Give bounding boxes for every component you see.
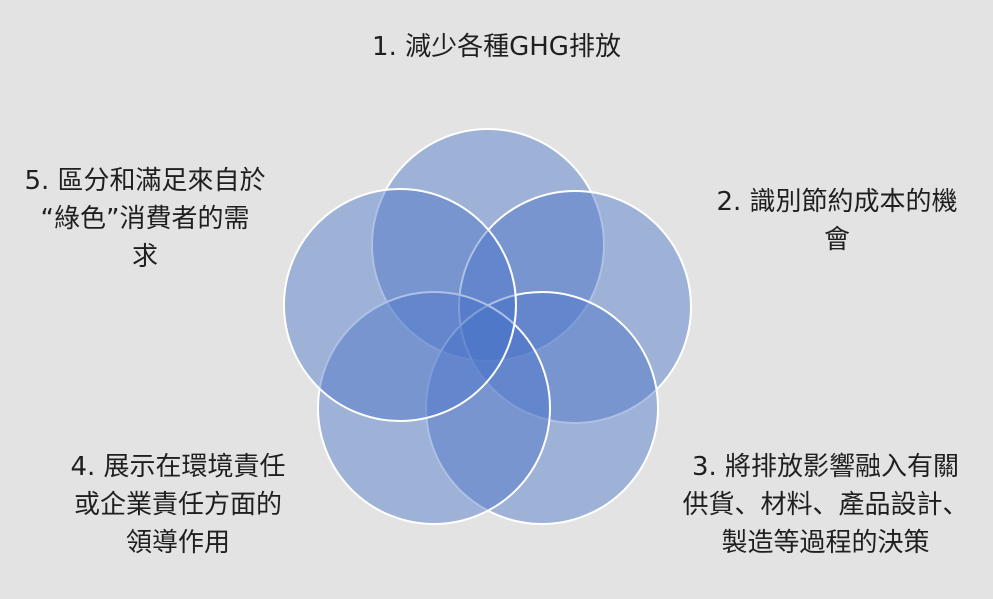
label-item-2-line-2: 會 — [823, 225, 850, 255]
label-item-3: 3. 將排放影響融入有關 供貨、材料、產品設計、 製造等過程的決策 — [658, 448, 993, 562]
label-item-1: 1. 減少各種GHG排放 — [0, 28, 993, 66]
label-item-3-line-2: 供貨、材料、產品設計、 — [682, 490, 969, 520]
label-item-4-line-3: 領導作用 — [125, 528, 230, 558]
label-item-5: 5. 區分和滿足來自於 “綠色”消費者的需 求 — [0, 162, 290, 276]
circle-5 — [283, 188, 517, 422]
label-item-2-line-1: 2. 識別節約成本的機 — [716, 187, 958, 217]
label-item-2: 2. 識別節約成本的機 會 — [682, 183, 992, 259]
circle-3 — [425, 291, 659, 525]
label-item-5-line-1: 5. 區分和滿足來自於 — [24, 166, 266, 196]
label-item-5-line-2: “綠色”消費者的需 — [40, 204, 250, 234]
label-item-4-line-1: 4. 展示在環境責任 — [70, 452, 286, 482]
label-item-1-line-1: 1. 減少各種GHG排放 — [372, 32, 621, 62]
circle-2 — [458, 190, 692, 424]
circle-1 — [371, 128, 605, 362]
label-item-3-line-3: 製造等過程的決策 — [721, 528, 930, 558]
label-item-3-line-1: 3. 將排放影響融入有關 — [691, 452, 960, 482]
label-item-4: 4. 展示在環境責任 或企業責任方面的 領導作用 — [28, 448, 328, 562]
label-item-5-line-3: 求 — [131, 242, 158, 272]
circle-4 — [317, 291, 551, 525]
label-item-4-line-2: 或企業責任方面的 — [73, 490, 282, 520]
